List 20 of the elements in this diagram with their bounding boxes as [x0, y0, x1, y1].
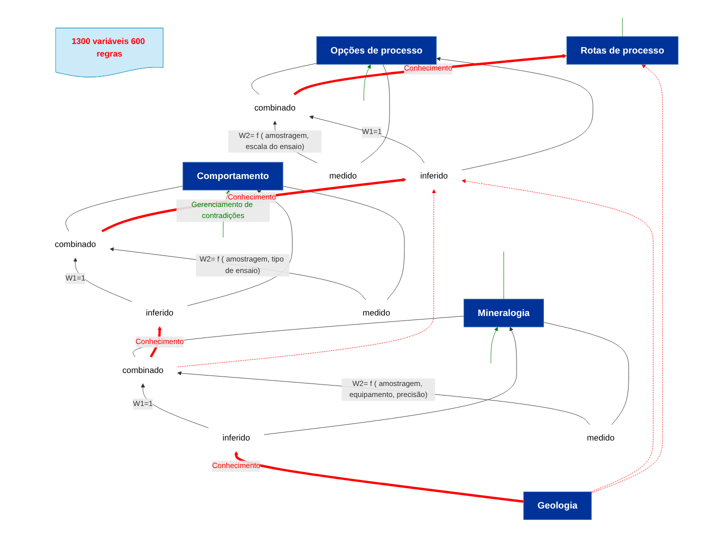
connector: [282, 186, 405, 300]
node-text: inferido: [146, 308, 174, 318]
connector: [251, 63, 317, 95]
node-box: Geologia: [523, 491, 592, 520]
node-text: inferido: [222, 433, 250, 442]
node-text: combinado: [122, 365, 164, 375]
node-text: combinado: [54, 240, 96, 250]
connector: [544, 322, 629, 425]
node-text: combinado: [254, 102, 296, 112]
arrow: [294, 54, 567, 96]
node-text: medido: [362, 308, 390, 318]
node-box: Comportamento: [182, 162, 284, 190]
node-text: inferido: [420, 171, 448, 181]
node-text: medido: [586, 433, 615, 442]
node-text: medido: [329, 171, 357, 181]
node-box: Rotas de processo: [566, 36, 678, 65]
connector: [66, 186, 184, 232]
arrow: [234, 451, 524, 503]
node-box: Mineralogia: [464, 298, 544, 328]
node-box: Opções de processo: [316, 36, 437, 65]
